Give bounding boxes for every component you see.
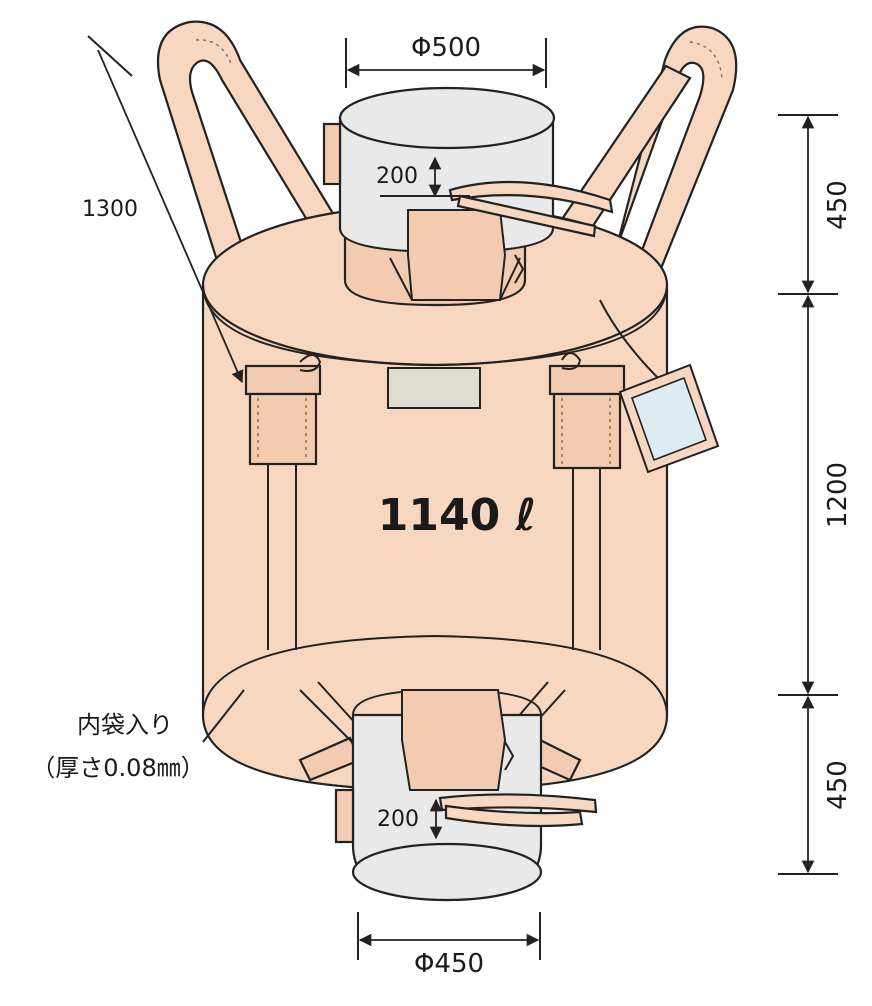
inner-bag-thickness-label: （厚さ0.08㎜） [31,754,204,782]
inner-bag-label: 内袋入り [77,711,173,739]
bag-body [201,203,669,792]
top-spout-height-label: 200 [376,164,418,189]
height-dimensions: 450 1200 450 [778,114,853,875]
top-spout [322,86,614,307]
top-diameter-dimension: Φ500 [345,33,547,88]
top-height-label: 450 [823,180,853,230]
bottom-spout-height-label: 200 [377,807,419,832]
bottom-diameter-dimension: Φ450 [357,912,541,979]
bottom-spout [298,681,598,902]
loop-length-label: 1300 [82,197,138,222]
top-diameter-label: Φ500 [411,33,481,63]
bottom-diameter-label: Φ450 [414,949,484,979]
product-label [387,367,481,409]
loop-length-dimension: 1300 [82,35,244,384]
top-spout-height-dimension: 200 [376,156,470,198]
inner-bag-note: 内袋入り （厚さ0.08㎜） [31,689,245,782]
bottom-height-label: 450 [823,760,853,810]
document-tag [599,299,720,474]
bottom-spout-height-dimension: 200 [377,798,443,840]
volume-label: 1140 ℓ [378,490,537,541]
right-belt-band [548,352,626,470]
body-height-label: 1200 [823,462,853,528]
left-belt-band [244,354,322,466]
